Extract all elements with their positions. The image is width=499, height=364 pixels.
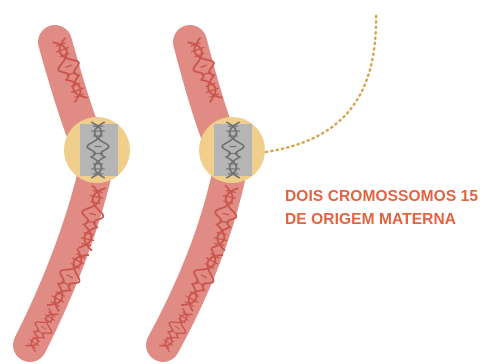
pointer-line [266,12,376,152]
chromosome-body [163,42,232,345]
chromosome-left [22,36,130,353]
chromosome-right [156,36,265,353]
caption: DOIS CROMOSSOMOS 15 DE ORIGEM MATERNA [285,185,499,231]
highlight-band [80,124,118,176]
chromosome-body [30,42,98,345]
caption-line-2: DE ORIGEM MATERNA [285,208,499,231]
caption-line-1: DOIS CROMOSSOMOS 15 [285,185,499,208]
highlight-band [214,124,252,176]
